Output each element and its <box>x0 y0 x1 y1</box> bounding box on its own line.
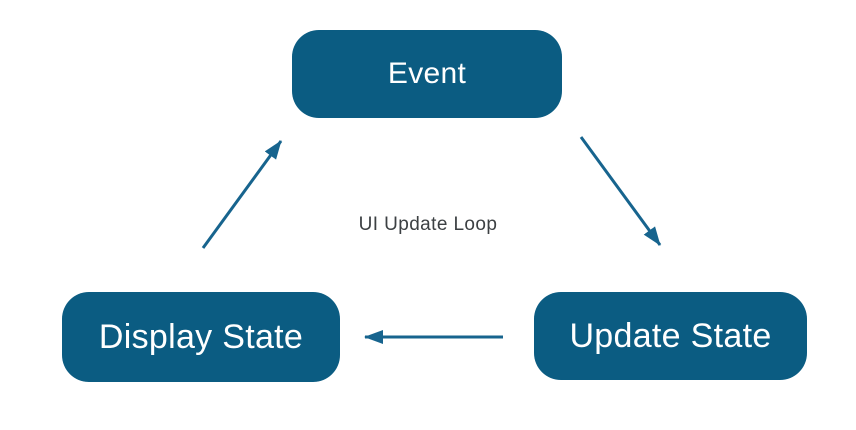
node-display-state: Display State <box>62 292 340 382</box>
center-caption: UI Update Loop <box>358 214 498 235</box>
node-update-state: Update State <box>534 292 807 380</box>
node-update-state-label: Update State <box>569 316 772 355</box>
node-event: Event <box>292 30 562 118</box>
node-event-label: Event <box>387 57 467 90</box>
node-display-state-label: Display State <box>98 317 304 356</box>
